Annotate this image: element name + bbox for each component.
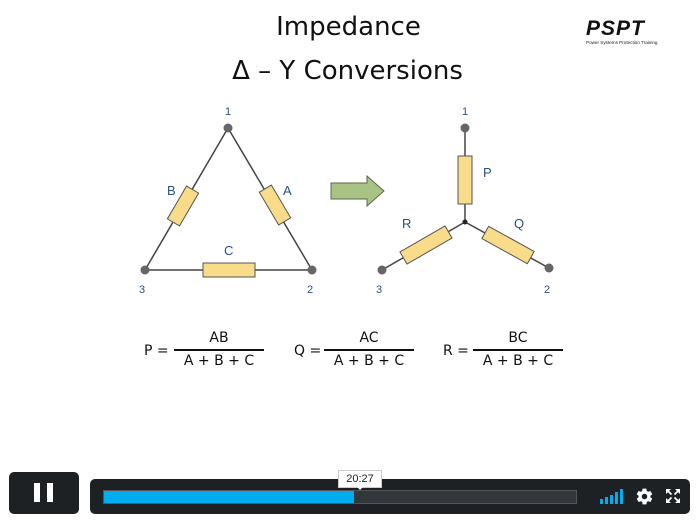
delta-network: B A C 1 3 2 <box>139 106 317 296</box>
slide-subtitle: Δ – Y Conversions <box>232 56 463 86</box>
right-arrow-icon <box>330 174 385 208</box>
progress-bar[interactable] <box>103 490 577 504</box>
fullscreen-icon[interactable] <box>665 488 681 504</box>
delta-label-b: B <box>167 183 176 198</box>
delta-label-a: A <box>283 183 292 198</box>
wye-node-label-2: 2 <box>544 284 550 296</box>
resistor-r <box>399 225 453 265</box>
formula-p-denominator: A + B + C <box>183 353 255 369</box>
resistor-q <box>481 225 535 265</box>
delta-node-1 <box>223 123 233 133</box>
resistor-b <box>166 185 200 227</box>
delta-wye-diagram: B A C 1 3 2 P R Q 1 3 2 <box>139 106 554 296</box>
formula-r: R = BC A + B + C <box>443 327 568 373</box>
progress-fill <box>104 491 354 503</box>
formula-r-numerator: BC <box>508 330 528 346</box>
formula-q-denominator: A + B + C <box>333 353 405 369</box>
formula-r-fraction-bar <box>473 349 563 351</box>
wye-label-q: Q <box>514 216 524 231</box>
wye-node-3 <box>377 265 387 275</box>
delta-node-label-2: 2 <box>307 284 313 296</box>
formula-r-lhs: R = <box>443 343 469 359</box>
resistor-p <box>457 155 473 205</box>
wye-node-label-3: 3 <box>376 284 382 296</box>
delta-node-2 <box>307 265 317 275</box>
formula-q: Q = AC A + B + C <box>294 327 419 373</box>
delta-node-label-3: 3 <box>139 284 145 296</box>
pspt-logo: PSPT Power Systems Protection Training <box>586 17 682 46</box>
control-bar <box>90 479 690 514</box>
delta-label-c: C <box>224 243 233 258</box>
resistor-c <box>202 262 256 278</box>
wye-center-node <box>462 219 468 225</box>
wye-label-r: R <box>402 216 411 231</box>
slide-title: Impedance <box>276 12 421 42</box>
wye-network: P R Q 1 3 2 <box>376 106 554 296</box>
volume-icon[interactable] <box>599 488 625 504</box>
resistor-a <box>258 184 292 226</box>
formula-p-lhs: P = <box>144 343 169 359</box>
pause-button[interactable] <box>9 472 79 514</box>
wye-label-p: P <box>483 165 492 180</box>
wye-node-2 <box>544 263 554 273</box>
formula-p-fraction-bar <box>174 349 264 351</box>
formula-p: P = AB A + B + C <box>144 327 269 373</box>
formula-q-lhs: Q = <box>294 343 322 359</box>
time-tooltip-arrow <box>356 486 364 490</box>
formula-q-fraction-bar <box>324 349 414 351</box>
wye-node-1 <box>460 123 470 133</box>
delta-node-label-1: 1 <box>225 106 231 118</box>
formula-p-numerator: AB <box>209 330 229 346</box>
formula-r-denominator: A + B + C <box>482 353 554 369</box>
logo-subtext: Power Systems Protection Training <box>586 40 658 45</box>
gear-icon[interactable] <box>635 487 654 506</box>
logo-text: PSPT <box>586 17 645 40</box>
wye-node-label-1: 1 <box>462 106 468 118</box>
formula-q-numerator: AC <box>359 330 379 346</box>
delta-node-3 <box>140 265 150 275</box>
video-frame[interactable]: Impedance Δ – Y Conversions PSPT Power S… <box>0 0 699 470</box>
